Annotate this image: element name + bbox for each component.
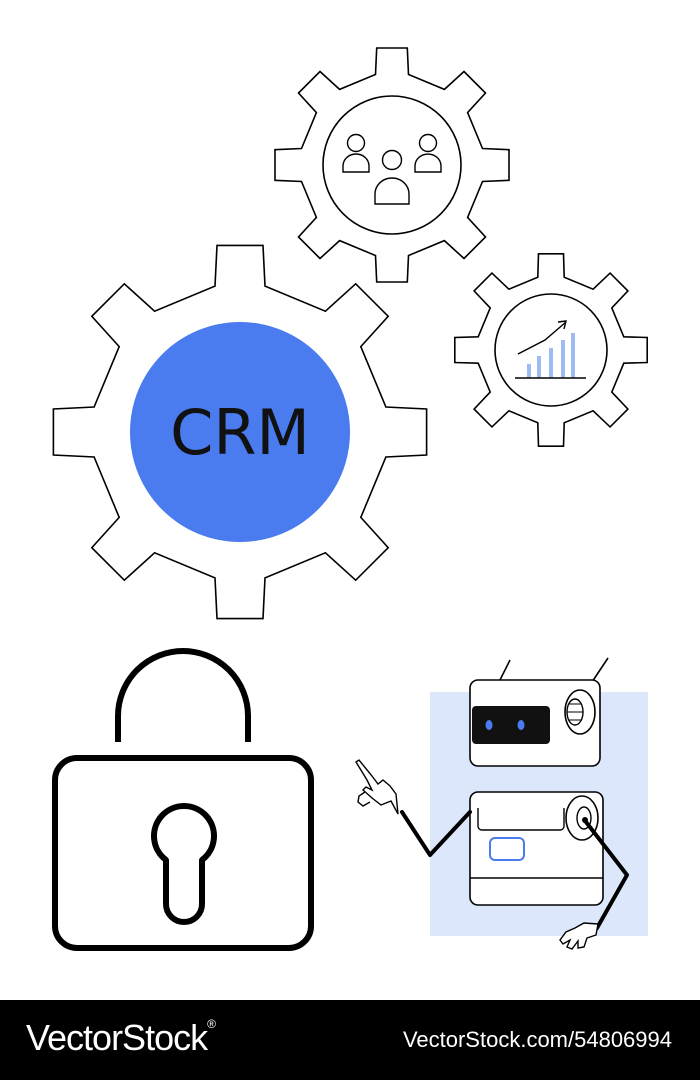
users-icon <box>342 133 442 205</box>
users-gear-icon <box>274 47 510 283</box>
watermark-bar: VectorStock® VectorStock.com/54806994 <box>0 1000 700 1080</box>
growth-chart-icon <box>515 320 586 379</box>
padlock-shackle <box>115 648 251 742</box>
keyhole-icon <box>151 803 217 925</box>
crm-illustration: CRM <box>52 47 649 951</box>
watermark-image-id: VectorStock.com/54806994 <box>402 1027 672 1052</box>
robot-icon <box>355 657 648 950</box>
crm-badge <box>130 322 350 542</box>
crm-gear-icon: CRM <box>52 244 428 620</box>
watermark-brand: VectorStock <box>26 1017 208 1058</box>
watermark-registered-mark: ® <box>207 1017 216 1031</box>
watermark-logo: VectorStock® <box>26 1017 216 1059</box>
chart-gear-icon <box>453 253 649 448</box>
padlock-icon <box>52 648 314 951</box>
crm-label: CRM <box>170 396 310 469</box>
